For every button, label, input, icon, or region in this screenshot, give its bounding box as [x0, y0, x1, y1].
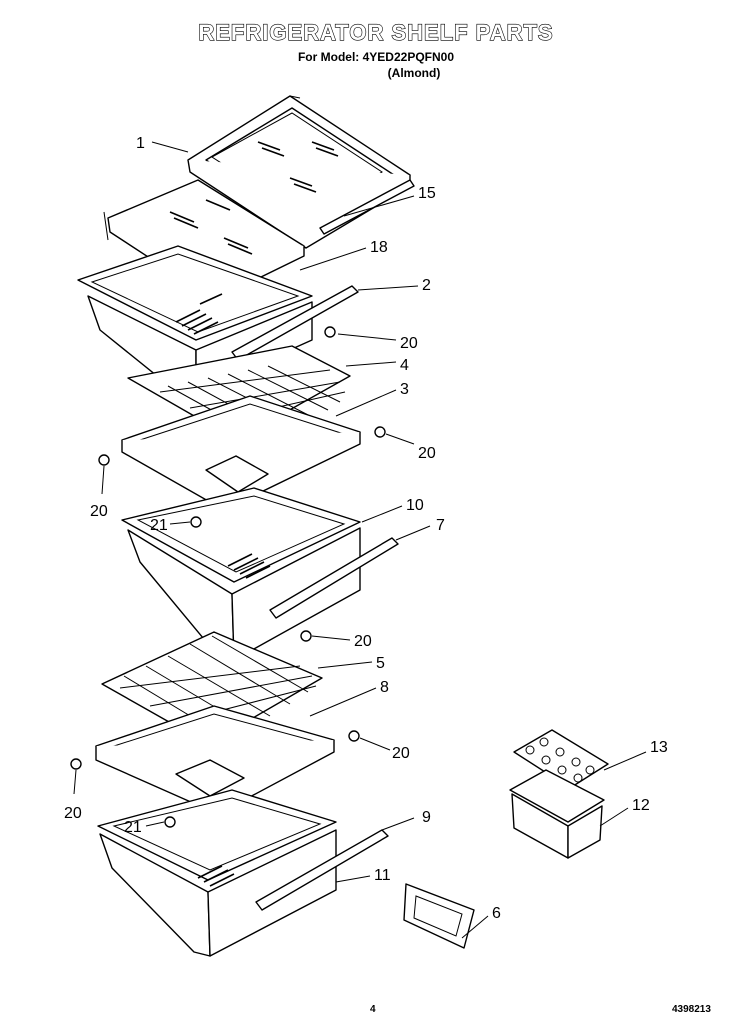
callout-18: 18: [370, 239, 388, 256]
part-20-clip: [300, 630, 312, 642]
callout-5: 5: [376, 655, 385, 672]
callout-21: 21: [150, 517, 168, 534]
leader-lines: [73, 141, 647, 939]
callout-20: 20: [392, 745, 410, 762]
callout-20: 20: [90, 503, 108, 520]
part-20-clip: [70, 758, 82, 770]
callout-20: 20: [400, 335, 418, 352]
part-20-clip: [348, 730, 360, 742]
callout-21: 21: [124, 819, 142, 836]
callout-1: 1: [136, 135, 145, 152]
page-title: REFRIGERATOR SHELF PARTS: [198, 19, 554, 45]
document-number: 4398213: [672, 1004, 711, 1015]
callout-9: 9: [422, 809, 431, 826]
color-variant: (Almond): [387, 66, 441, 80]
callout-6: 6: [492, 905, 501, 922]
part-12-egg-bin: [509, 769, 605, 859]
part-5-cover-grille: [101, 631, 323, 745]
part-21-clip: [164, 816, 176, 828]
part-11-drawer-handle: [255, 829, 389, 911]
callout-13: 13: [650, 739, 668, 756]
callout-7: 7: [436, 517, 445, 534]
callout-8: 8: [380, 679, 389, 696]
part-9-bottom-drawer: [97, 789, 337, 957]
callout-15: 15: [418, 185, 436, 202]
part-20-clip: [374, 426, 386, 438]
part-21-clip: [190, 516, 202, 528]
callout-11: 11: [374, 867, 391, 884]
callout-20: 20: [354, 633, 372, 650]
callout-12: 12: [632, 797, 650, 814]
callout-2: 2: [422, 277, 431, 294]
part-15-shelf-trim: [319, 179, 415, 235]
callout-20: 20: [64, 805, 82, 822]
part-20-clip: [324, 326, 336, 338]
part-10-lower-drawer: [121, 487, 361, 661]
part-8-cover-frame: [95, 705, 335, 815]
callout-3: 3: [400, 381, 409, 398]
model-number: For Model: 4YED22PQFN00: [297, 50, 455, 64]
part-20-clip: [98, 454, 110, 466]
callout-10: 10: [406, 497, 424, 514]
part-1-glass-shelf: [187, 95, 411, 249]
page-number: 4: [370, 1004, 376, 1015]
part-3-cover-frame: [121, 395, 361, 511]
callout-4: 4: [400, 357, 409, 374]
part-6-label-holder: [403, 883, 475, 949]
callout-20: 20: [418, 445, 436, 462]
part-7-drawer-handle: [269, 537, 399, 619]
